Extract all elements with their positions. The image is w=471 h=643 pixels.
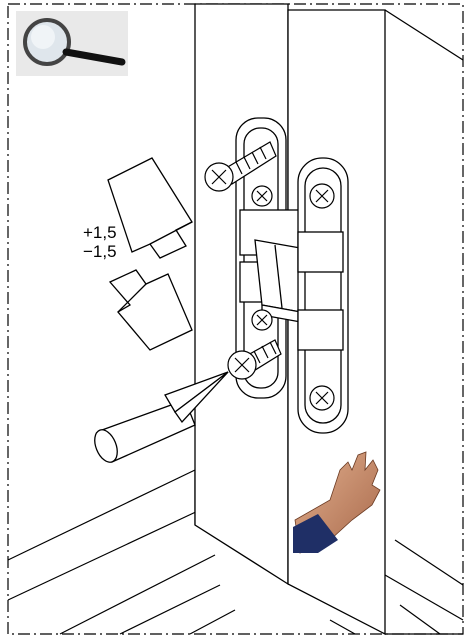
arrow-up-icon (107, 157, 193, 259)
screwdriver-icon (94, 371, 229, 463)
screw-body-bottom (251, 309, 273, 331)
screw-door-bottom (309, 385, 335, 411)
magnifier-icon (16, 11, 128, 76)
adjustment-plus-label: +1,5 (83, 223, 117, 242)
mounting-screw-top (204, 141, 277, 192)
adjustment-minus-label: −1,5 (83, 242, 117, 261)
screw-body-top (251, 185, 273, 207)
screw-door-top (309, 183, 335, 209)
hinge-body-right (297, 157, 349, 434)
mounting-screw-bottom (227, 339, 282, 380)
arrow-down-icon (108, 269, 193, 351)
floor-lines (7, 469, 464, 635)
hand-icon (293, 451, 383, 554)
